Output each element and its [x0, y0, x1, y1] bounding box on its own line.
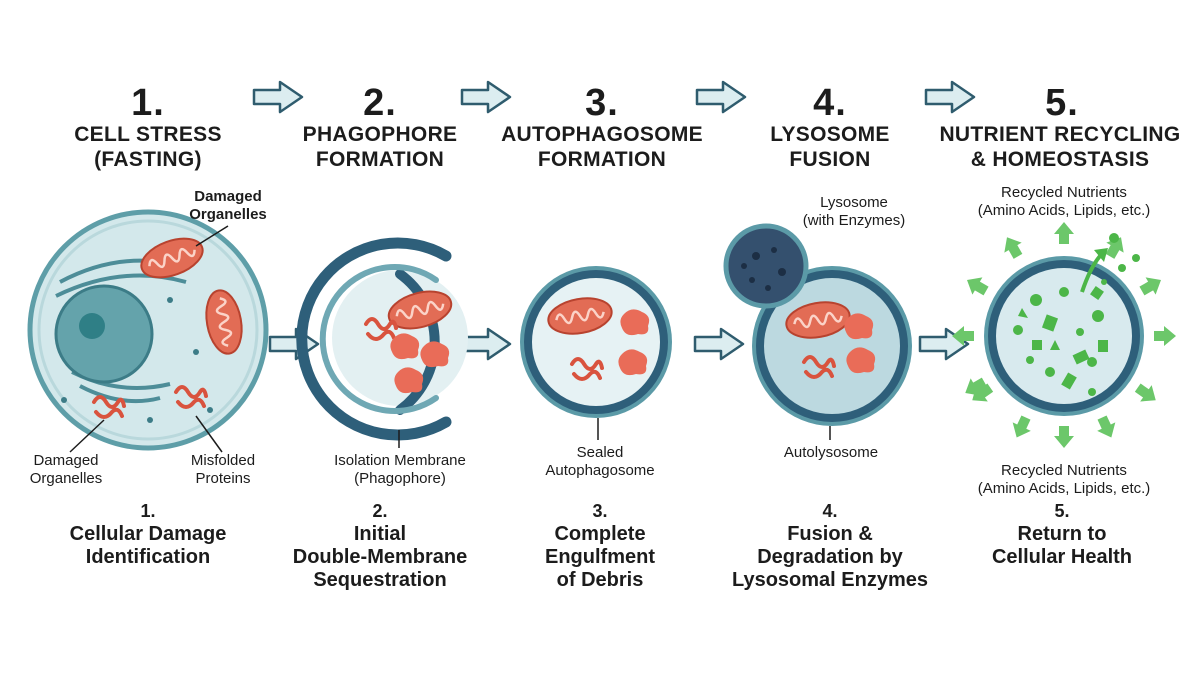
label-sealed-autophagosome-line-1: Sealed [576, 444, 624, 461]
label-damaged-organelles-top: Damaged Organelles [168, 188, 288, 224]
label-misfolded-proteins: Misfolded Proteins [168, 452, 278, 488]
step-3-title: AUTOPHAGOSOME FORMATION [462, 122, 742, 172]
step-4-caption-line-2: Degradation by [757, 546, 903, 568]
label-autolysosome: Autolysosome [783, 444, 879, 461]
top-arrow-2 [460, 80, 512, 114]
label-isolation-membrane-line-2: (Phagophore) [354, 470, 446, 487]
step-3-caption-line-2: Engulfment [545, 546, 655, 568]
step-1-caption-number: 1. [140, 501, 156, 521]
step-4-caption-line-1: Fusion & [787, 523, 873, 545]
label-misfolded-proteins-line-2: Proteins [195, 470, 251, 487]
step-1-title: CELL STRESS (FASTING) [8, 122, 288, 172]
step-4-caption: 4. Fusion & Degradation by Lysosomal Enz… [700, 500, 960, 592]
leader-damaged-bottom [69, 419, 105, 453]
step-3-title-line-1: AUTOPHAGOSOME [501, 123, 703, 146]
step-4-title-line-2: FUSION [789, 148, 871, 171]
phagophore [296, 237, 468, 441]
label-isolation-membrane-line-1: Isolation Membrane [334, 452, 466, 469]
step-4-title-line-1: LYSOSOME [770, 123, 890, 146]
step-1-caption-line-2: Identification [85, 546, 211, 568]
step-3-caption: 3. Complete Engulfment of Debris [470, 500, 730, 592]
step-4-number: 4. [813, 82, 847, 124]
autophagosome [520, 266, 672, 418]
label-recycled-top-line-2: (Amino Acids, Lipids, etc.) [977, 202, 1151, 219]
step-5-title-line-2: & HOMEOSTASIS [970, 148, 1150, 171]
step-1-caption-line-1: Cellular Damage [69, 523, 227, 545]
step-3-caption-number: 3. [592, 501, 608, 521]
label-recycled-top-line-1: Recycled Nutrients [1001, 184, 1127, 201]
step-3-title-line-2: FORMATION [537, 148, 667, 171]
step-2-caption-number: 2. [372, 501, 388, 521]
step-1-title-line-2: (FASTING) [94, 148, 202, 171]
label-damaged-organelles-bottom: Damaged Organelles [6, 452, 126, 488]
label-recycled-nutrients-top: Recycled Nutrients (Amino Acids, Lipids,… [944, 184, 1184, 220]
step-4-caption-line-3: Lysosomal Enzymes [731, 569, 928, 591]
step-2-title: PHAGOPHORE FORMATION [240, 122, 520, 172]
top-arrow-3 [695, 80, 747, 114]
step-1-title-line-1: CELL STRESS [74, 123, 222, 146]
label-sealed-autophagosome: Sealed Autophagosome [520, 444, 680, 480]
step-5-title: NUTRIENT RECYCLING & HOMEOSTASIS [922, 122, 1198, 172]
step-1-number: 1. [131, 82, 165, 124]
step-2-caption-line-1: Initial [353, 523, 407, 545]
label-lysosome-line-1: Lysosome [820, 194, 888, 211]
top-arrow-4 [924, 80, 976, 114]
step-2-number: 2. [363, 82, 397, 124]
step-3-number: 3. [585, 82, 619, 124]
nutrient-release-arrows [952, 222, 1176, 448]
step-5-caption: 5. Return to Cellular Health [932, 500, 1192, 569]
top-arrow-1 [252, 80, 304, 114]
label-damaged-organelles-top-line-1: Damaged [194, 188, 262, 205]
step-2-caption: 2. Initial Double-Membrane Sequestration [250, 500, 510, 592]
step-3-caption-line-1: Complete [554, 523, 646, 545]
step-2-caption-line-3: Sequestration [313, 569, 447, 591]
step-2-caption-line-2: Double-Membrane [292, 546, 468, 568]
label-sealed-autophagosome-line-2: Autophagosome [545, 462, 655, 479]
label-misfolded-proteins-line-1: Misfolded [190, 452, 256, 469]
label-recycled-bottom-line-2: (Amino Acids, Lipids, etc.) [977, 480, 1151, 497]
step-1-caption: 1. Cellular Damage Identification [18, 500, 278, 569]
step-5-caption-line-2: Cellular Health [991, 546, 1133, 568]
leader-misfolded [195, 415, 223, 453]
label-isolation-membrane: Isolation Membrane (Phagophore) [308, 452, 492, 488]
step-5-caption-number: 5. [1054, 501, 1070, 521]
label-damaged-organelles-bottom-line-2: Organelles [29, 470, 103, 487]
label-recycled-bottom-line-1: Recycled Nutrients [1001, 462, 1127, 479]
mid-arrow-2 [460, 327, 512, 361]
step-4-title: LYSOSOME FUSION [690, 122, 970, 172]
label-recycled-nutrients-bottom: Recycled Nutrients (Amino Acids, Lipids,… [944, 462, 1184, 498]
label-damaged-organelles-top-line-2: Organelles [189, 206, 267, 223]
step-5-caption-line-1: Return to [1017, 523, 1107, 545]
mid-arrow-3 [693, 327, 745, 361]
leader-damaged-top [195, 225, 229, 247]
step-2-title-line-1: PHAGOPHORE [302, 123, 458, 146]
label-lysosome-line-2: (with Enzymes) [802, 212, 906, 229]
label-lysosome: Lysosome (with Enzymes) [784, 194, 924, 230]
step-3-caption-line-3: of Debris [556, 569, 644, 591]
recycling-cell [984, 256, 1144, 416]
step-5-number: 5. [1045, 82, 1079, 124]
step-2-title-line-2: FORMATION [315, 148, 445, 171]
step-5-title-line-1: NUTRIENT RECYCLING [939, 123, 1181, 146]
step-4-caption-number: 4. [822, 501, 838, 521]
mid-arrow-1 [268, 327, 320, 361]
lysosome [723, 223, 809, 309]
label-damaged-organelles-bottom-line-1: Damaged [33, 452, 99, 469]
